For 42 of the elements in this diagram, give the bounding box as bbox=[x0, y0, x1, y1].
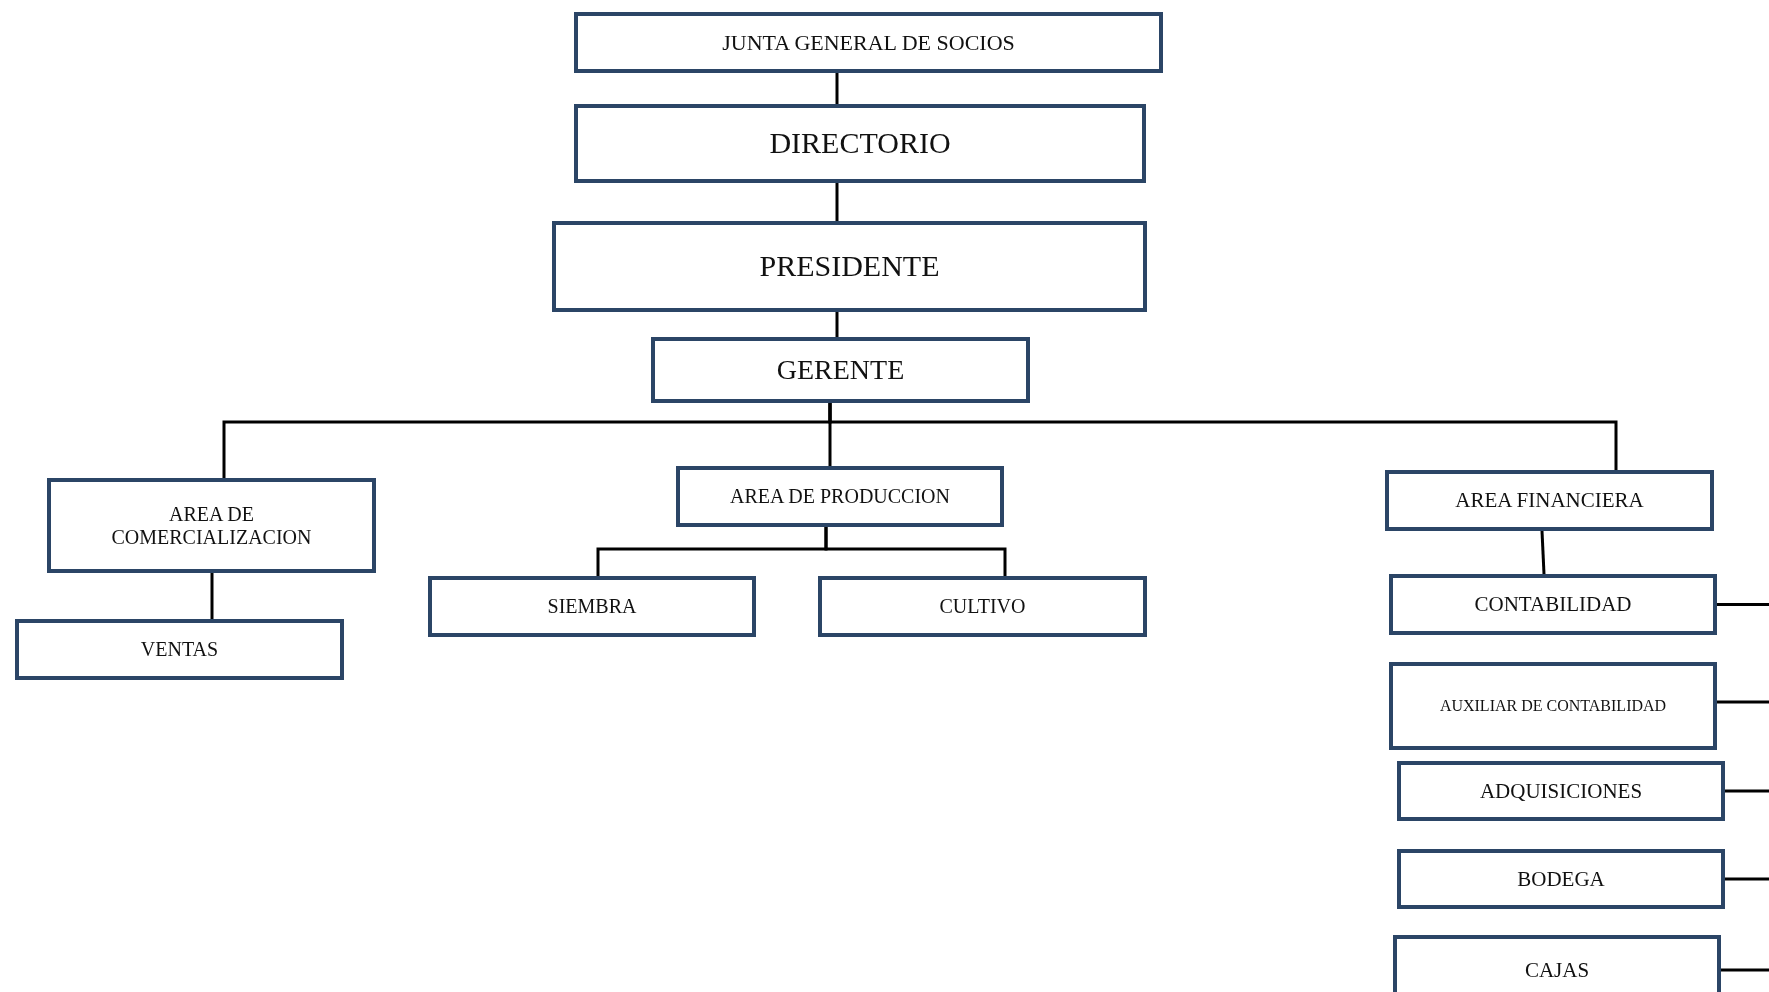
org-box bbox=[1397, 761, 1725, 821]
box-label: CAJAS bbox=[1524, 957, 1590, 983]
org-box bbox=[676, 466, 1004, 527]
box-label: CULTIVO bbox=[939, 595, 1026, 618]
box-label: ADQUISICIONES bbox=[1479, 778, 1643, 804]
connector-line bbox=[1725, 877, 1769, 881]
box-label: VENTAS bbox=[140, 638, 219, 661]
box-label: PRESIDENTE bbox=[759, 249, 940, 284]
org-box bbox=[574, 104, 1146, 183]
box-label: CONTABILIDAD bbox=[1474, 592, 1632, 617]
connector-line bbox=[835, 312, 839, 337]
org-box bbox=[428, 576, 756, 637]
org-box bbox=[651, 337, 1030, 403]
box-label: AREA FINANCIERA bbox=[1455, 488, 1644, 513]
box-label: SIEMBRA bbox=[547, 595, 637, 618]
connector-line bbox=[824, 527, 1007, 576]
box-label: JUNTA GENERAL DE SOCIOS bbox=[722, 29, 1015, 56]
box-label: DIRECTORIO bbox=[769, 126, 951, 161]
org-box bbox=[1397, 849, 1725, 909]
box-label: GERENTE bbox=[776, 353, 905, 387]
org-box bbox=[1385, 470, 1714, 531]
org-box bbox=[818, 576, 1147, 637]
connector-line bbox=[835, 183, 839, 221]
box-label: AUXILIAR DE CONTABILIDAD bbox=[1439, 696, 1667, 716]
connector-line bbox=[1725, 789, 1769, 793]
connector-line bbox=[1717, 603, 1769, 606]
connector-line bbox=[1540, 530, 1546, 575]
box-label: BODEGA bbox=[1517, 866, 1605, 892]
org-box bbox=[1389, 662, 1717, 750]
org-box bbox=[1393, 935, 1721, 992]
connector-line bbox=[828, 403, 1618, 470]
org-box bbox=[552, 221, 1147, 312]
connector-line bbox=[210, 573, 214, 619]
org-box bbox=[1389, 574, 1717, 635]
connector-line bbox=[1717, 700, 1769, 704]
org-box bbox=[574, 12, 1163, 73]
org-box bbox=[47, 478, 376, 573]
box-label: AREA DE COMERCIALIZACION bbox=[110, 502, 313, 549]
org-box bbox=[15, 619, 344, 680]
connector-line bbox=[1721, 968, 1769, 972]
box-label: AREA DE PRODUCCION bbox=[730, 485, 950, 508]
connector-line bbox=[835, 73, 839, 104]
